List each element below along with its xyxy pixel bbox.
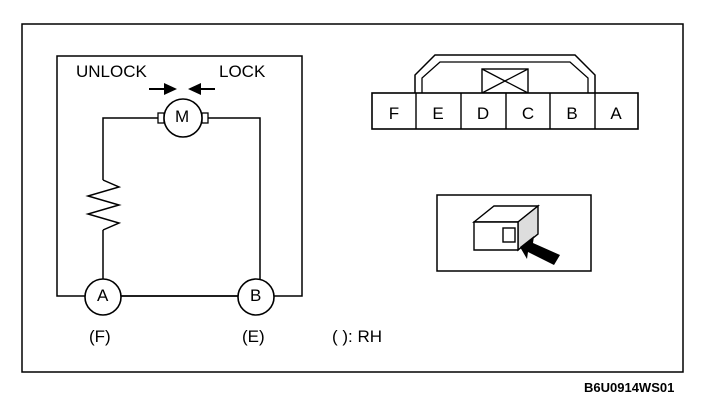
terminal-b-circle — [237, 278, 275, 316]
connector-pin-label: B — [566, 104, 578, 123]
connector-pin-label: D — [476, 104, 490, 123]
terminal-b-label: B — [250, 286, 262, 305]
motor-terminal-left — [157, 112, 165, 124]
connector-dividers — [415, 93, 596, 129]
circuit-wire-right — [206, 117, 261, 279]
connector-latch-inner — [421, 61, 589, 93]
connector-pin-label: E — [432, 104, 444, 123]
rh-note: ( ): RH — [332, 327, 383, 346]
lock-arrow-icon — [188, 83, 201, 95]
unlock-label: UNLOCK — [76, 62, 147, 81]
connector-pin-label: F — [388, 104, 400, 123]
motor-terminal-right — [201, 112, 209, 124]
terminal-b-rh-label: (E) — [242, 327, 265, 346]
terminal-a-label: A — [97, 286, 109, 305]
lock-label: LOCK — [219, 62, 266, 81]
outer-frame — [21, 23, 684, 373]
circuit-wire-left — [102, 117, 162, 180]
connector-pin-label: C — [521, 104, 535, 123]
motor-label: M — [175, 107, 190, 126]
terminal-a-circle — [84, 278, 122, 316]
connector-pin-label: A — [610, 104, 622, 123]
motor-icon — [163, 98, 203, 138]
terminal-a-rh-label: (F) — [89, 327, 111, 346]
circuit-housing — [56, 55, 303, 297]
connector-latch — [414, 54, 596, 93]
connector-illustration-frame — [436, 194, 592, 272]
connector-body — [371, 92, 639, 130]
figure-code: B6U0914WS01 — [584, 380, 675, 395]
unlock-arrow-icon — [164, 83, 177, 95]
resistor-icon — [85, 179, 122, 231]
connector-lock-cross-icon — [481, 68, 529, 94]
connector-3d-icon — [472, 204, 540, 252]
insertion-arrow-icon — [520, 236, 560, 265]
